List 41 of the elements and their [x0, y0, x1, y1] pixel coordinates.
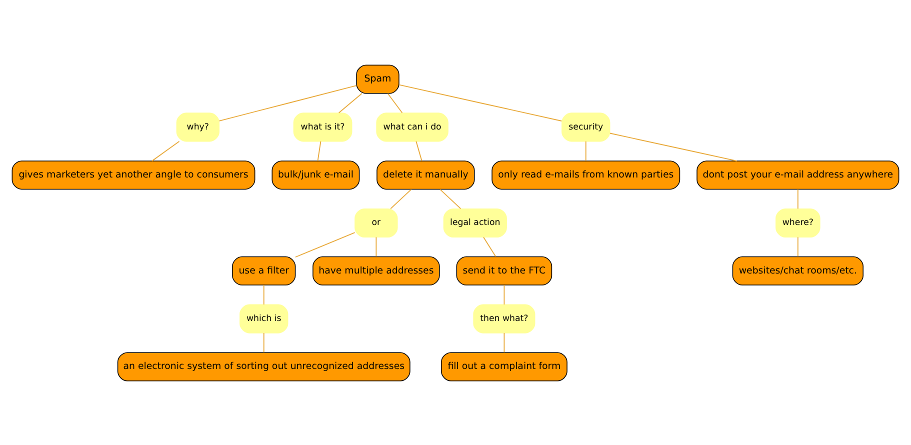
node-box: delete it manually [376, 160, 475, 190]
node-box: only read e-mails from known parties [492, 160, 680, 190]
connector [440, 188, 462, 209]
connector [390, 188, 412, 209]
node-box: what is it? [293, 112, 352, 142]
node-box: Spam [356, 64, 400, 94]
node-box: use a filter [232, 256, 296, 285]
node-box: security [562, 112, 610, 142]
node-box: then what? [473, 304, 536, 333]
node-box: have multiple addresses [312, 256, 440, 285]
connector [338, 92, 362, 113]
connector [585, 140, 586, 161]
connector [610, 132, 738, 161]
connector [152, 140, 180, 161]
connector [387, 92, 403, 113]
connector [218, 84, 357, 121]
connector [504, 332, 505, 352]
node-box: legal action [443, 208, 507, 238]
node-box: dont post your e-mail address anywhere [696, 160, 900, 190]
connector [398, 84, 562, 121]
node-box: an electronic system of sorting out unrecognized addresses [117, 352, 410, 381]
connector [416, 140, 422, 161]
connector [294, 232, 356, 258]
node-box: where? [776, 208, 820, 238]
node-box: send it to the FTC [456, 256, 552, 285]
connector [263, 332, 264, 352]
connector [797, 188, 798, 209]
connector [483, 236, 496, 257]
connector [263, 284, 264, 304]
node-box: what can i do [376, 112, 448, 142]
node-box: websites/chat rooms/etc. [732, 256, 864, 285]
connector [797, 236, 798, 257]
node-box: gives marketers yet another angle to consumers [12, 160, 256, 190]
node-box: why? [176, 112, 220, 142]
connector [317, 140, 322, 161]
node-box: bulk/junk e-mail [272, 160, 360, 190]
node-box: which is [240, 304, 288, 333]
connector [504, 284, 505, 304]
node-box: fill out a complaint form [440, 352, 568, 381]
node-box: or [354, 208, 398, 238]
connector [376, 236, 377, 257]
